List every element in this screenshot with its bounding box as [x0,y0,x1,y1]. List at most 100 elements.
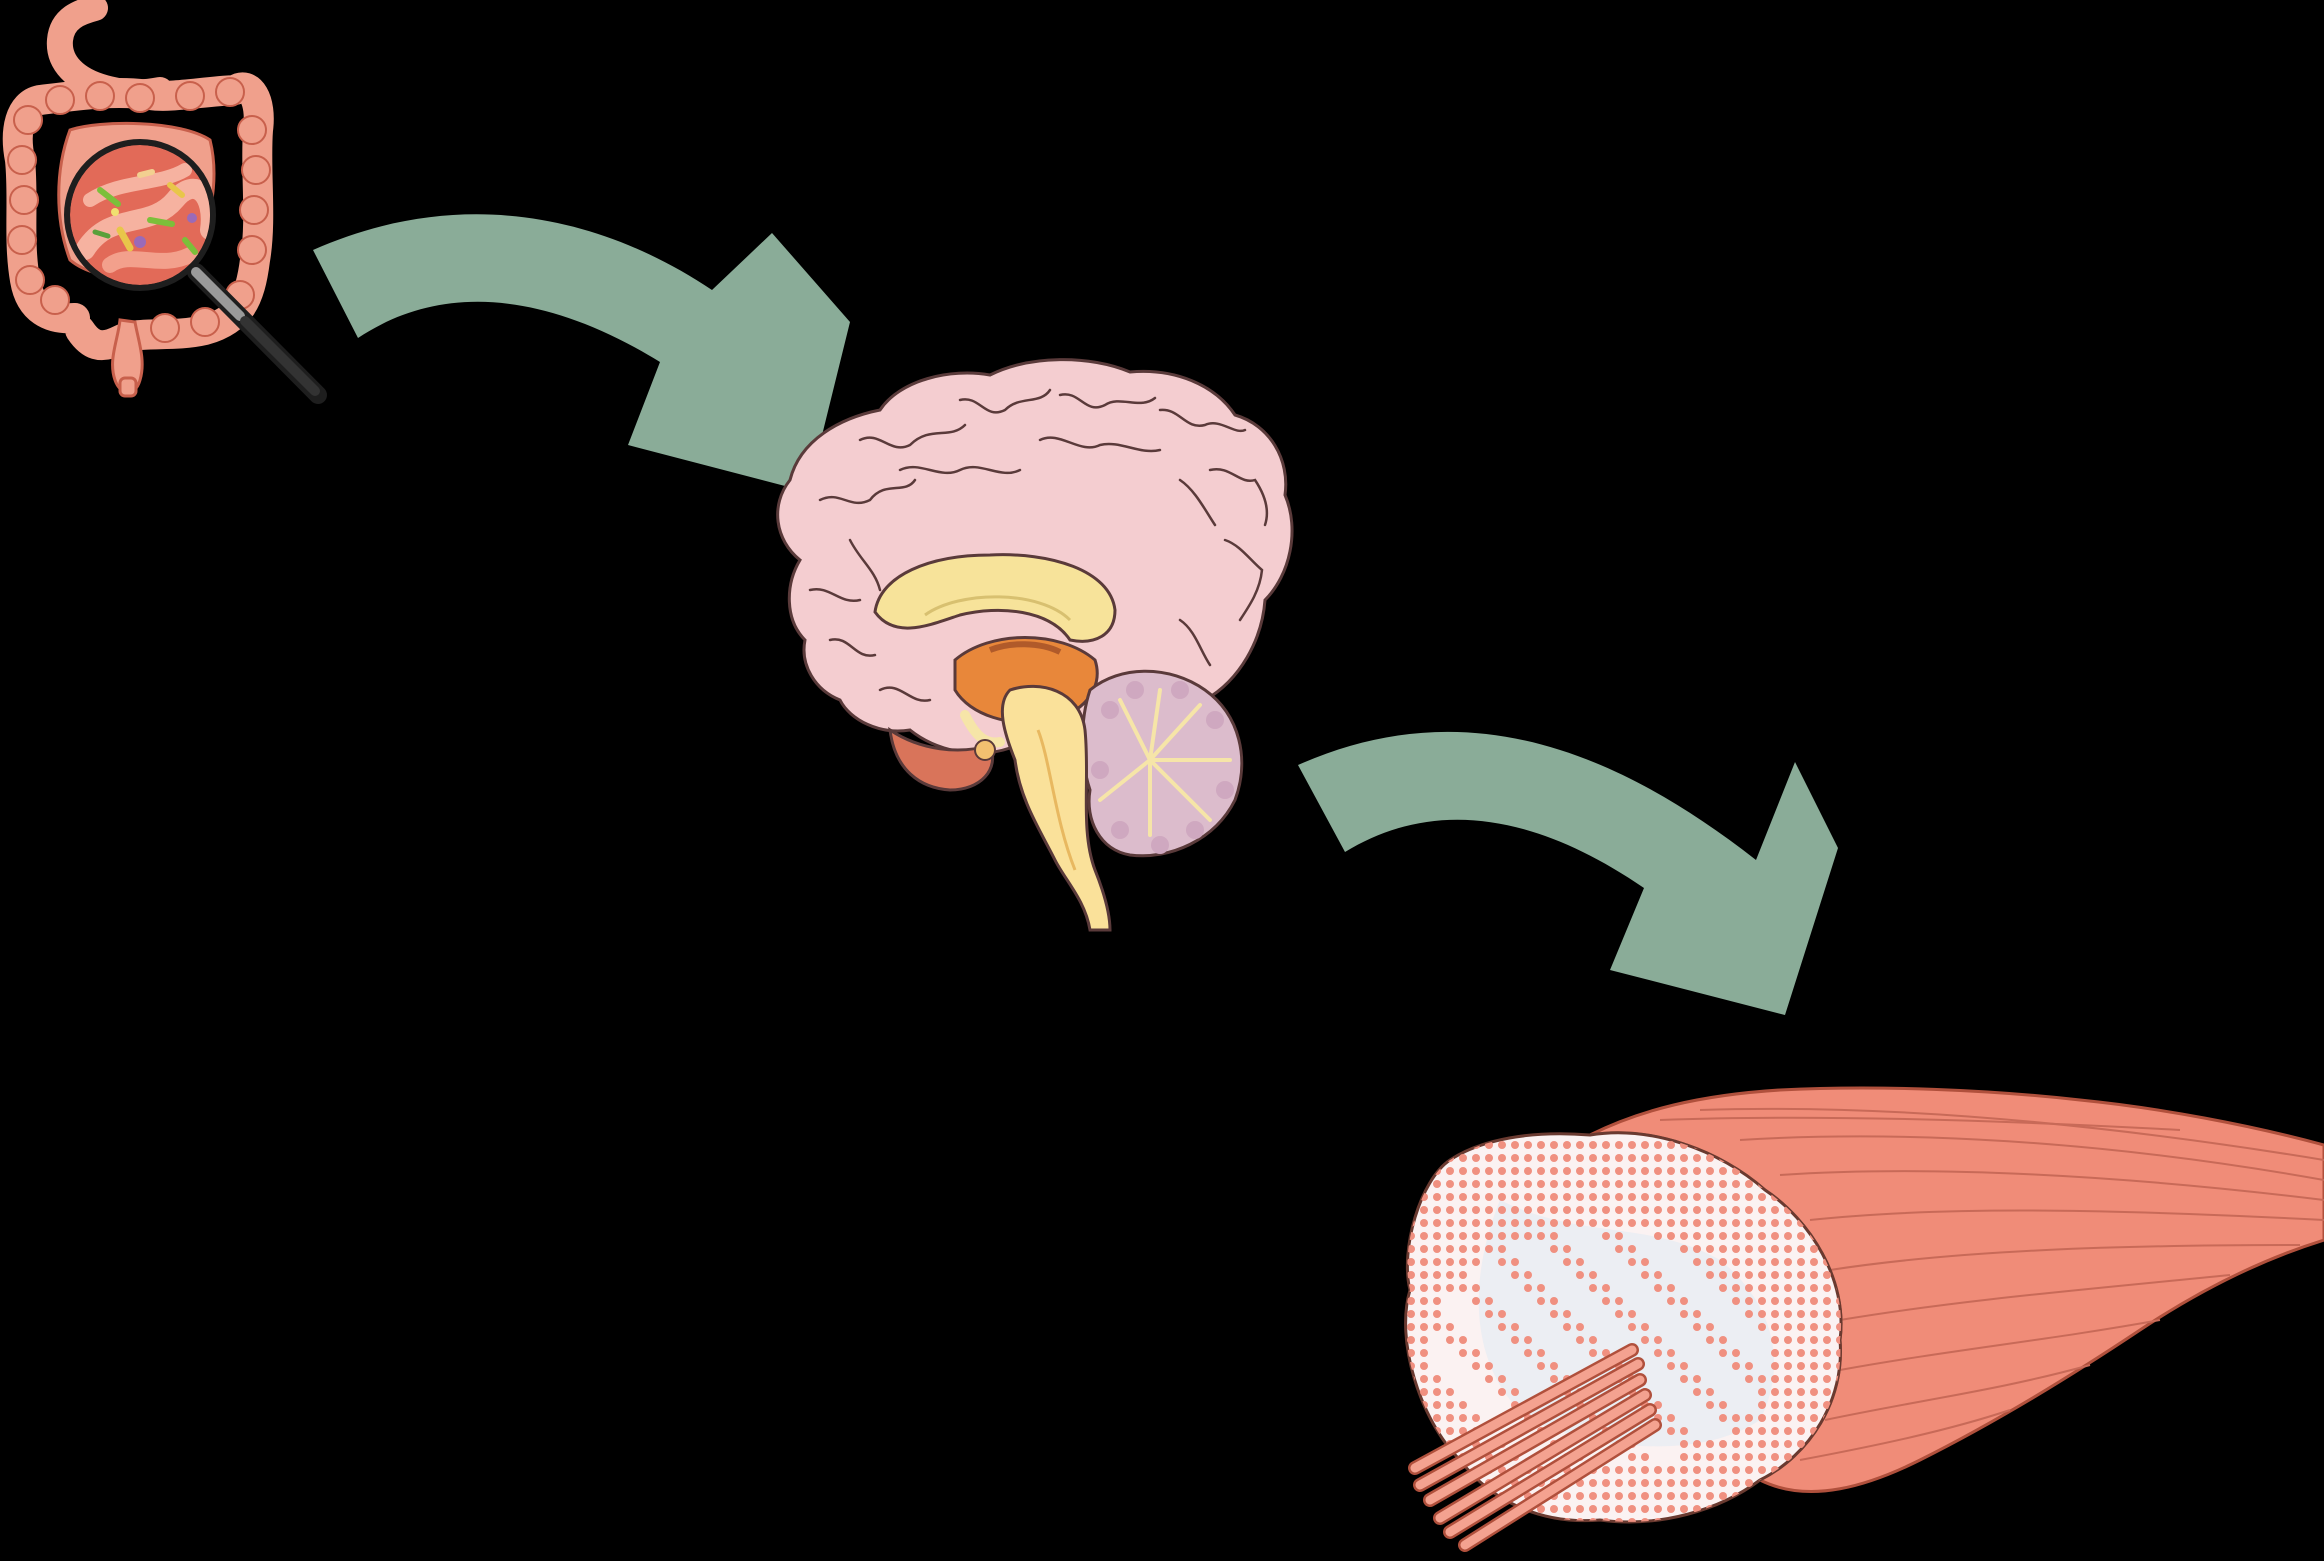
muscle-fiber-dot [1706,1388,1714,1396]
muscle-fiber-dot [1810,1284,1818,1292]
muscle-fiber-dot [1719,1193,1727,1201]
muscle-fiber-dot [1706,1167,1714,1175]
muscle-fiber-dot [1615,1232,1623,1240]
muscle-fiber-dot [1784,1375,1792,1383]
muscle-fiber-dot [1576,1505,1584,1513]
muscle-fiber-dot [1719,1284,1727,1292]
muscle-fiber-dot [1823,1388,1831,1396]
muscle-fiber-dot [1485,1154,1493,1162]
muscle-fiber-dot [1459,1271,1467,1279]
muscle-fiber-dot [1784,1349,1792,1357]
muscle-fiber-dot [1732,1180,1740,1188]
muscle-fiber-dot [1654,1193,1662,1201]
muscle-fiber-dot [1433,1401,1441,1409]
muscle-fiber-dot [1485,1180,1493,1188]
muscle-fiber-dot [1732,1427,1740,1435]
muscle-fiber-dot [1563,1258,1571,1266]
muscle-fiber-dot [1667,1414,1675,1422]
muscle-fiber-dot [1589,1492,1597,1500]
muscle-fiber-dot [1654,1479,1662,1487]
muscle-fiber-dot [1537,1505,1545,1513]
muscle-fiber-dot [1732,1193,1740,1201]
muscle-fiber-dot [1797,1375,1805,1383]
muscle-fiber-dot [1706,1440,1714,1448]
muscle-fiber-dot [1641,1479,1649,1487]
muscle-fiber-dot [1641,1492,1649,1500]
muscle-fiber-dot [1433,1297,1441,1305]
muscle-fiber-dot [1719,1245,1727,1253]
muscle-fiber-dot [1654,1154,1662,1162]
muscle-fiber-dot [1745,1219,1753,1227]
muscle-fiber-dot [1758,1466,1766,1474]
muscle-fiber-dot [1602,1479,1610,1487]
muscle-fiber-dot [1680,1479,1688,1487]
muscle-fiber-dot [1576,1518,1584,1522]
muscle-fiber-dot [1459,1167,1467,1175]
muscle-fiber-dot [1472,1349,1480,1357]
muscle-fiber-dot [1420,1323,1428,1331]
muscle-fiber-dot [1446,1336,1454,1344]
muscle-fiber-dot [1797,1362,1805,1370]
muscle-fiber-dot [1602,1167,1610,1175]
muscle-fiber-dot [1407,1297,1415,1305]
muscle-fiber-dot [1589,1193,1597,1201]
muscle-fiber-dot [1693,1310,1701,1318]
muscle-fiber-dot [1732,1245,1740,1253]
muscle-fiber-dot [1563,1180,1571,1188]
muscle-fiber-dot [1771,1375,1779,1383]
muscle-fiber-dot [1693,1219,1701,1227]
muscle-fiber-dot [1420,1336,1428,1344]
muscle-fiber-dot [1615,1219,1623,1227]
muscle-fiber-dot [1784,1284,1792,1292]
muscle-fiber-dot [1576,1258,1584,1266]
muscle-fiber-dot [1706,1193,1714,1201]
brain-sagittal-section-icon [776,358,1294,932]
muscle-fiber-dot [1524,1232,1532,1240]
muscle-fiber-dot [1407,1349,1415,1357]
muscle-fiber-dot [1537,1349,1545,1357]
muscle-fiber-dot [1758,1271,1766,1279]
muscle-fiber-dot [1524,1167,1532,1175]
muscle-fiber-dot [1615,1310,1623,1318]
muscle-fiber-dot [1719,1232,1727,1240]
muscle-fiber-dot [1758,1310,1766,1318]
muscle-fiber-dot [1784,1388,1792,1396]
muscle-fiber-dot [1667,1466,1675,1474]
muscle-fiber-dot [1797,1232,1805,1240]
muscle-fiber-dot [1485,1167,1493,1175]
muscle-fiber-dot [1576,1180,1584,1188]
muscle-fiber-dot [1537,1362,1545,1370]
muscle-fiber-dot [1732,1466,1740,1474]
muscle-fiber-dot [1667,1180,1675,1188]
muscle-fiber-dot [1784,1414,1792,1422]
muscle-fiber-dot [1680,1219,1688,1227]
muscle-fiber-dot [1550,1219,1558,1227]
muscle-fiber-dot [1524,1206,1532,1214]
muscle-fiber-dot [1823,1271,1831,1279]
muscle-fiber-dot [1706,1479,1714,1487]
muscle-fiber-dot [1654,1167,1662,1175]
muscle-fiber-dot [1498,1180,1506,1188]
muscle-fiber-dot [1732,1219,1740,1227]
muscle-fiber-dot [1771,1245,1779,1253]
curved-arrow-icon [1298,731,1838,1015]
muscle-fiber-dot [1680,1245,1688,1253]
muscle-fiber-dot [1524,1284,1532,1292]
muscle-fiber-dot [1498,1388,1506,1396]
muscle-fiber-dot [1550,1232,1558,1240]
muscle-fiber-dot [1602,1180,1610,1188]
muscle-fiber-dot [1797,1336,1805,1344]
muscle-fiber-dot [1745,1297,1753,1305]
muscle-fiber-dot [1758,1440,1766,1448]
muscle-fiber-dot [1706,1258,1714,1266]
muscle-fiber-dot [1654,1466,1662,1474]
muscle-fiber-dot [1680,1492,1688,1500]
muscle-fiber-dot [1719,1401,1727,1409]
muscle-fiber-dot [1615,1141,1623,1149]
muscle-fiber-dot [1706,1323,1714,1331]
muscle-fiber-dot [1706,1245,1714,1253]
muscle-fiber-dot [1407,1336,1415,1344]
muscle-fiber-dot [1537,1180,1545,1188]
muscle-fiber-dot [1667,1297,1675,1305]
muscle-fiber-dot [1641,1180,1649,1188]
